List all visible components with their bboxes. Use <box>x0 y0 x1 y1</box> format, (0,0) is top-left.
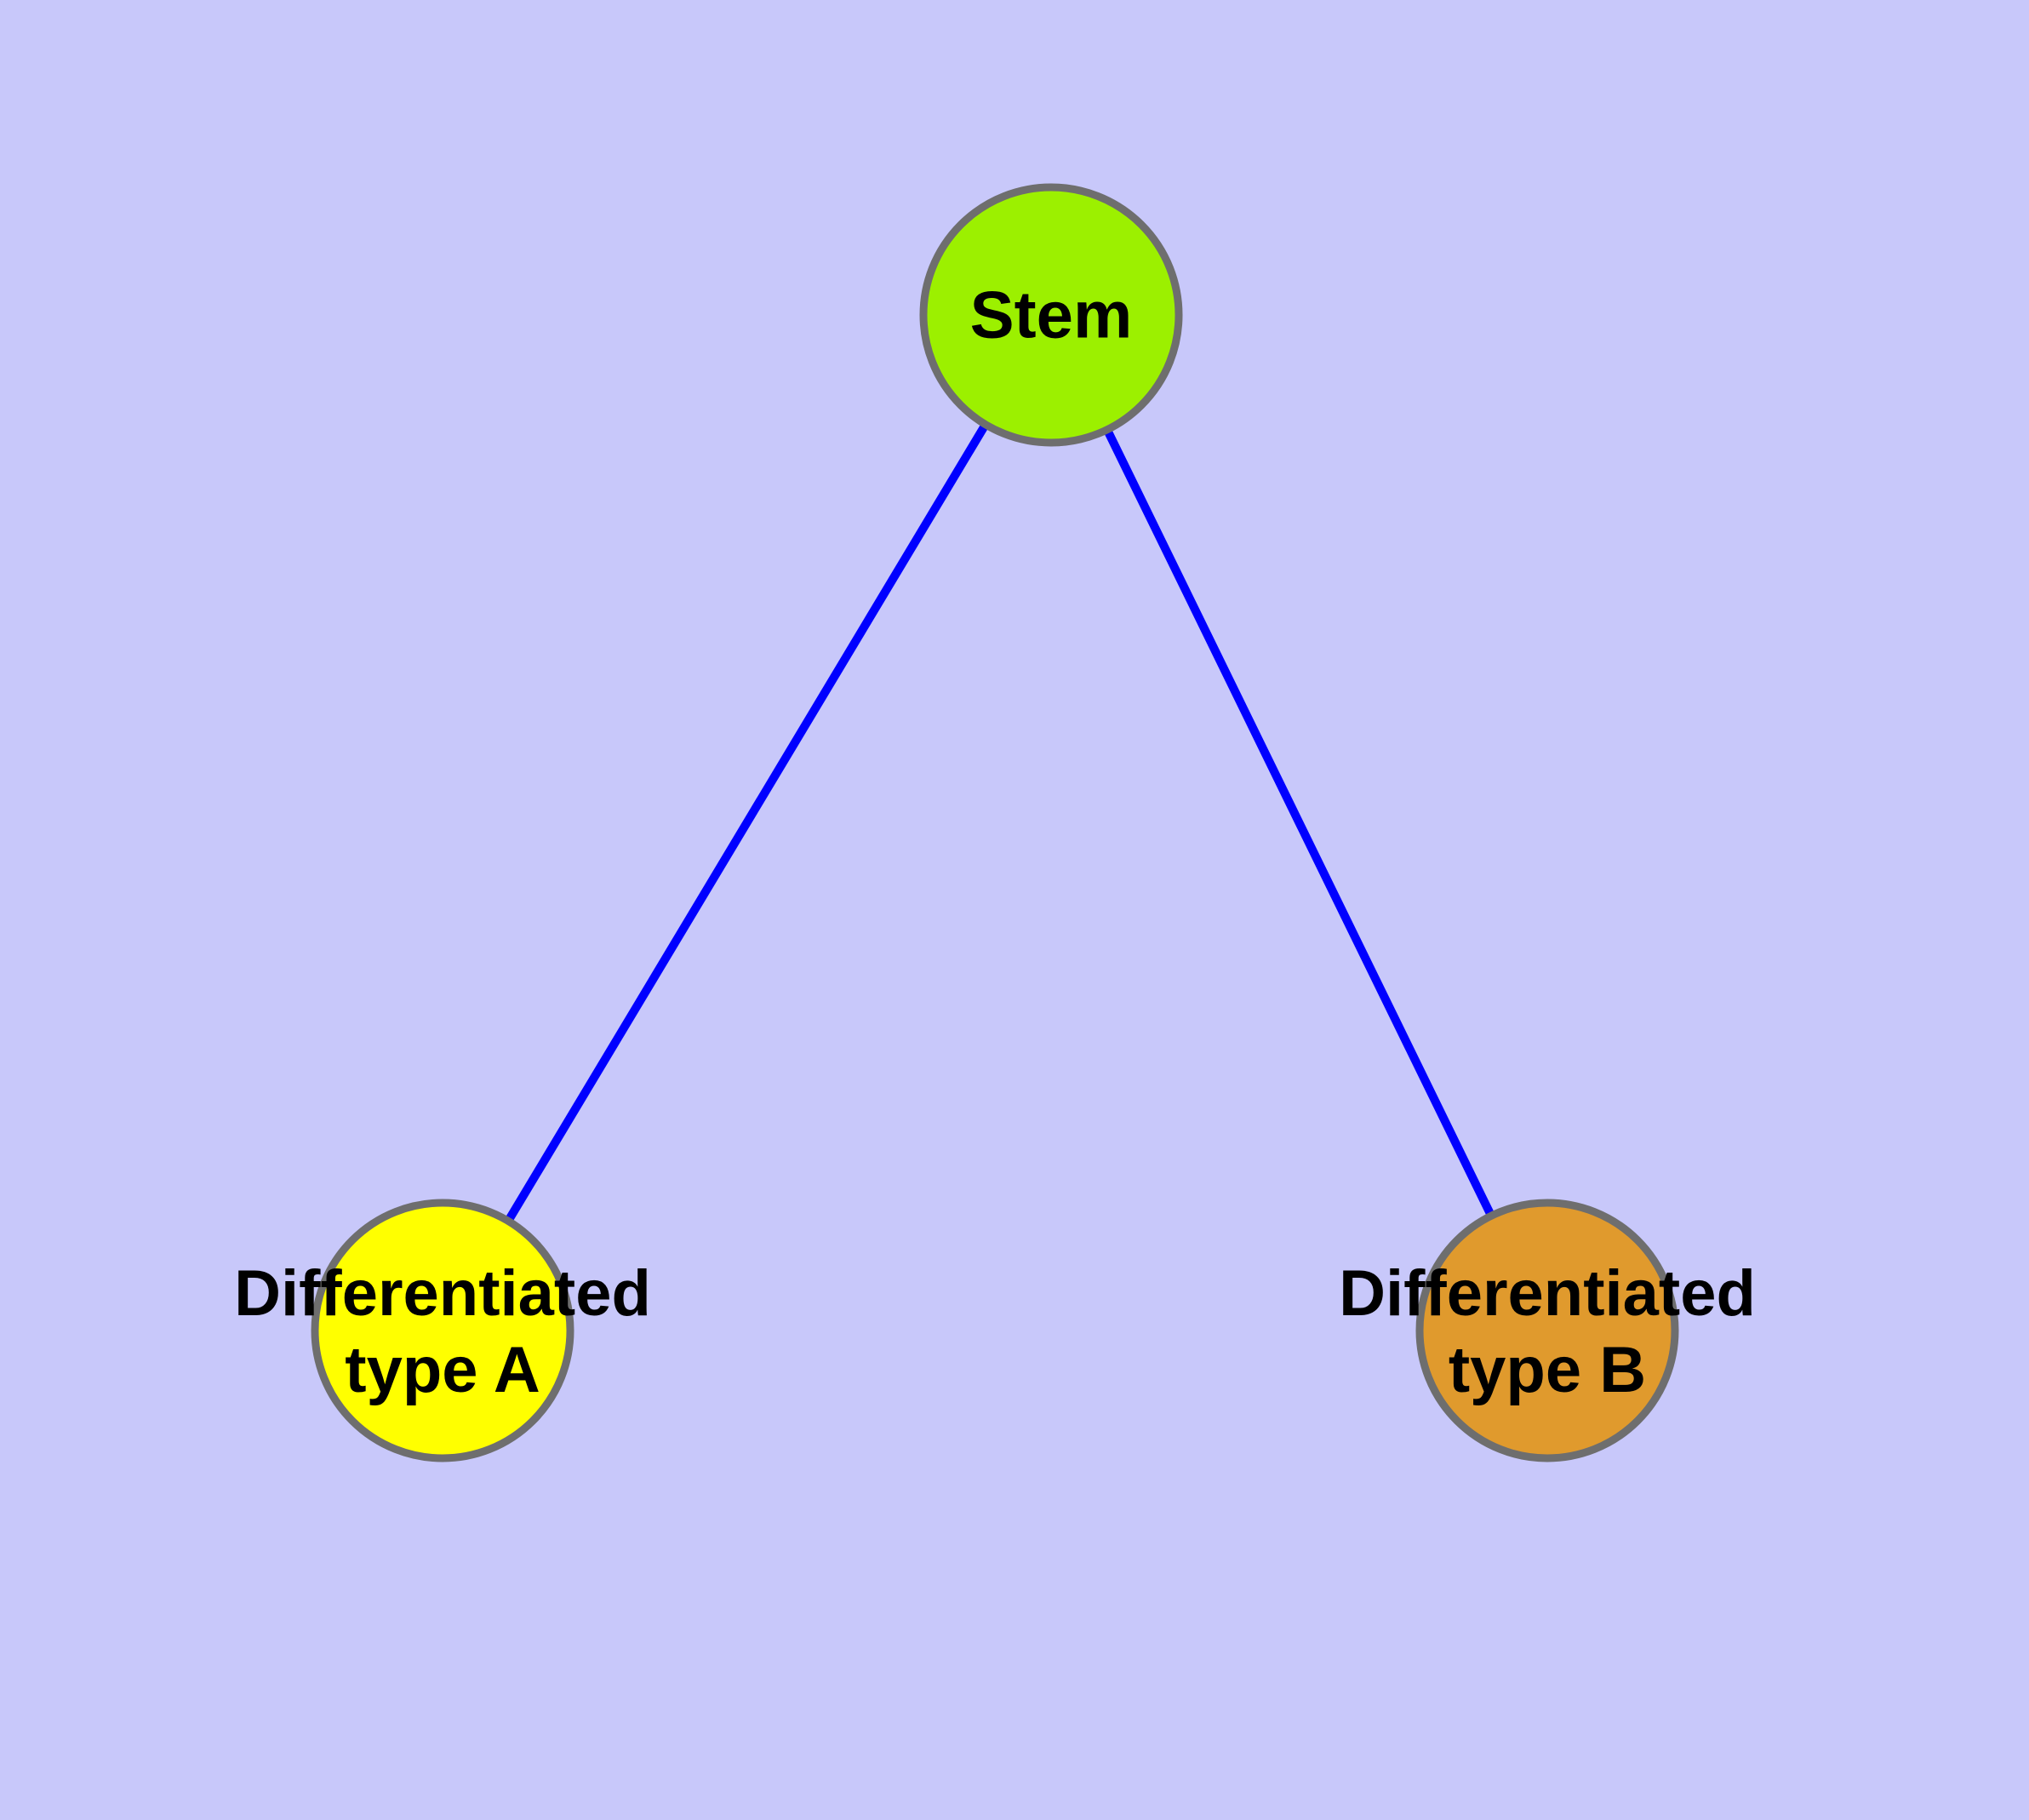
node-differentiated-type-b-label-line1: Differentiated <box>1339 1257 1756 1330</box>
edge-stem-to-differentiated-type-b[interactable] <box>1103 427 1495 1218</box>
node-stem-circle[interactable] <box>919 183 1183 447</box>
node-differentiated-type-b[interactable] <box>1415 1199 1679 1462</box>
node-differentiated-type-a-circle[interactable] <box>311 1199 574 1462</box>
node-differentiated-type-b-circle[interactable] <box>1415 1199 1679 1462</box>
node-stem[interactable] <box>919 183 1183 447</box>
edge-stem-to-differentiated-type-a[interactable] <box>504 422 990 1223</box>
edge-group <box>504 422 1495 1223</box>
node-group <box>311 183 1679 1462</box>
node-differentiated-type-a[interactable] <box>311 1199 574 1462</box>
label-group: Stem Differentiated type A Differentiate… <box>234 278 1756 1406</box>
node-stem-label: Stem <box>970 278 1133 352</box>
node-differentiated-type-b-label-line2: type B <box>1449 1334 1646 1406</box>
node-differentiated-type-a-label-line2: type A <box>345 1334 540 1406</box>
node-differentiated-type-a-label-line1: Differentiated <box>234 1257 651 1330</box>
